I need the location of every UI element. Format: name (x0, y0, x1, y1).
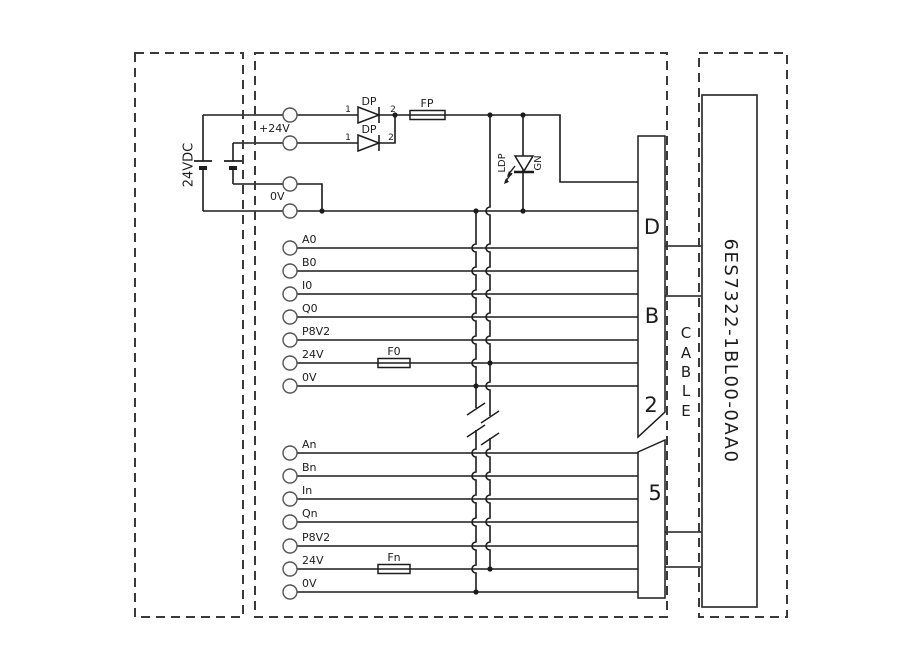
plus24v-bus (485, 115, 491, 569)
terminal-24v-n (282, 561, 298, 577)
terminals (282, 107, 298, 600)
terminal-a0 (282, 240, 298, 256)
fuse-f0-icon (377, 357, 411, 369)
diode-dp2-icon (357, 133, 382, 153)
terminal-i0 (282, 286, 298, 302)
fuses: FP F0 Fn (377, 97, 446, 575)
fuse-fp-label: FP (421, 97, 434, 110)
label-p8v2-n: P8V2 (302, 531, 330, 544)
diode-dp1-pin2: 2 (390, 105, 396, 115)
svg-text:B: B (681, 363, 691, 381)
label-p8v2-0: P8V2 (302, 325, 330, 338)
label-i0: I0 (302, 279, 312, 292)
module-region-frame (698, 52, 788, 618)
connector-letter-2: 2 (644, 393, 657, 417)
fuse-fn-label: Fn (387, 551, 400, 564)
module-box (701, 94, 758, 608)
diode-dp2-pin1: 1 (345, 133, 351, 143)
terminal-24v-0 (282, 355, 298, 371)
terminal-0v-0 (282, 378, 298, 394)
terminal-an (282, 445, 298, 461)
connector-letter-b: B (645, 304, 659, 328)
label-b0: B0 (302, 256, 317, 269)
label-0v: 0V (270, 190, 285, 203)
cable-label: C A B L E (681, 324, 692, 420)
terminal-plus24v-2 (282, 135, 298, 151)
diode-dp1-icon (357, 105, 382, 125)
status-led: LDP GN (497, 153, 544, 184)
label-in: In (302, 484, 312, 497)
dc-source: 24VDC (182, 143, 242, 188)
power-source-region-frame (134, 52, 244, 618)
wires (202, 114, 702, 593)
label-bn: Bn (302, 461, 317, 474)
connector-letter-5: 5 (648, 481, 661, 505)
led-arrow-2-head (504, 178, 509, 184)
diode-dp2-label: DP (361, 123, 376, 136)
svg-text:A: A (681, 344, 692, 362)
label-24v-0: 24V (302, 348, 324, 361)
label-a0: A0 (302, 233, 317, 246)
junction-dots (319, 112, 526, 595)
label-0v-n: 0V (302, 577, 317, 590)
terminal-0v-n (282, 584, 298, 600)
led-color-label: GN (533, 155, 544, 170)
svg-text:E: E (681, 402, 690, 420)
terminal-labels: +24V 0V A0 B0 I0 Q0 P8V2 24V 0V An Bn In… (259, 122, 330, 590)
diode-dp1-label: DP (361, 95, 376, 108)
diode-dp1-pin1: 1 (345, 105, 351, 115)
label-q0: Q0 (302, 302, 318, 315)
reverse-polarity-diodes: DP 1 2 DP 1 2 (345, 95, 396, 153)
bus-break-marks (466, 402, 500, 446)
label-plus24v: +24V (259, 122, 290, 135)
plus24v-wire (203, 114, 638, 183)
terminal-0v-upper (282, 176, 298, 192)
label-0v-0: 0V (302, 371, 317, 384)
terminal-plus24v (282, 107, 298, 123)
db25-connector: D B 2 5 (637, 135, 666, 599)
terminal-qn (282, 514, 298, 530)
connector-upper-body (637, 135, 666, 439)
terminal-in (282, 491, 298, 507)
terminal-b0 (282, 263, 298, 279)
zero-v-bus (471, 211, 477, 592)
label-24v-n: 24V (302, 554, 324, 567)
label-an: An (302, 438, 317, 451)
source-voltage-label: 24VDC (182, 143, 197, 188)
output-module: 6ES7322-1BL00-0AA0 (701, 94, 758, 608)
label-qn: Qn (302, 507, 318, 520)
connector-module-links (665, 245, 702, 568)
connector-lower-body (637, 438, 666, 599)
field-wiring-region-frame (254, 52, 668, 618)
terminal-0v-rail (282, 203, 298, 219)
fuse-fn-icon (377, 563, 411, 575)
svg-text:L: L (682, 382, 691, 400)
led-icon (513, 155, 535, 173)
connector-letter-d: D (644, 215, 660, 239)
fuse-fp-icon (409, 109, 446, 121)
svg-text:C: C (681, 324, 691, 342)
module-part-number: 6ES7322-1BL00-0AA0 (720, 239, 741, 464)
fuse-f0-label: F0 (387, 345, 400, 358)
zero-v-link-wire (233, 183, 323, 211)
diode-dp2-pin2: 2 (388, 133, 394, 143)
terminal-p8v2-0 (282, 332, 298, 348)
led-name-label: LDP (497, 153, 508, 172)
terminal-q0 (282, 309, 298, 325)
terminal-bn (282, 468, 298, 484)
terminal-p8v2-n (282, 538, 298, 554)
